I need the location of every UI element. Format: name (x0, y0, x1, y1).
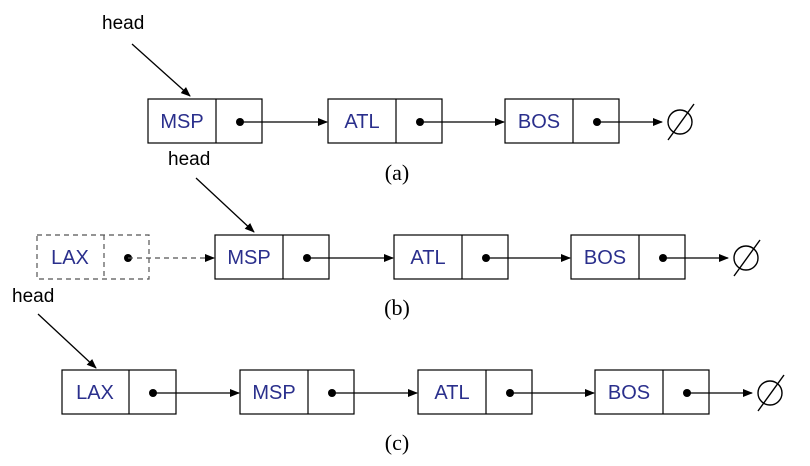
list-node: ATL (393, 234, 509, 280)
list-node: MSP (239, 369, 355, 415)
head-pointer-arrow (37, 313, 97, 369)
node-label: ATL (344, 111, 379, 133)
list-node-dashed: LAX (36, 234, 150, 280)
panel-c: head LAX MSP ATL BOS (12, 286, 785, 455)
list-node: MSP (147, 98, 263, 144)
null-icon (733, 239, 761, 277)
null-icon (667, 103, 695, 141)
head-label: head (102, 13, 144, 34)
node-label: MSP (252, 382, 295, 404)
panel-a: head MSP ATL BOS (a) (102, 13, 695, 185)
head-label: head (168, 149, 210, 170)
list-node: BOS (570, 234, 686, 280)
null-icon (757, 374, 785, 412)
panel-caption: (b) (384, 295, 410, 320)
list-node: LAX (61, 369, 177, 415)
node-label: ATL (434, 382, 469, 404)
list-node: MSP (214, 234, 330, 280)
list-node: BOS (594, 369, 710, 415)
node-label: BOS (518, 111, 560, 133)
panel-b: head LAX MSP ATL BOS (36, 149, 761, 320)
node-label: MSP (160, 111, 203, 133)
head-label: head (12, 286, 54, 307)
list-node: ATL (417, 369, 533, 415)
panel-caption: (a) (385, 160, 409, 185)
list-node: ATL (327, 98, 443, 144)
node-label: LAX (51, 247, 89, 269)
list-node: BOS (504, 98, 620, 144)
node-label: BOS (608, 382, 650, 404)
head-pointer-arrow (131, 43, 191, 97)
panel-caption: (c) (385, 430, 409, 455)
head-pointer-arrow (195, 177, 255, 233)
node-label: BOS (584, 247, 626, 269)
node-label: LAX (76, 382, 114, 404)
node-label: ATL (410, 247, 445, 269)
node-box (61, 369, 177, 415)
node-label: MSP (227, 247, 270, 269)
